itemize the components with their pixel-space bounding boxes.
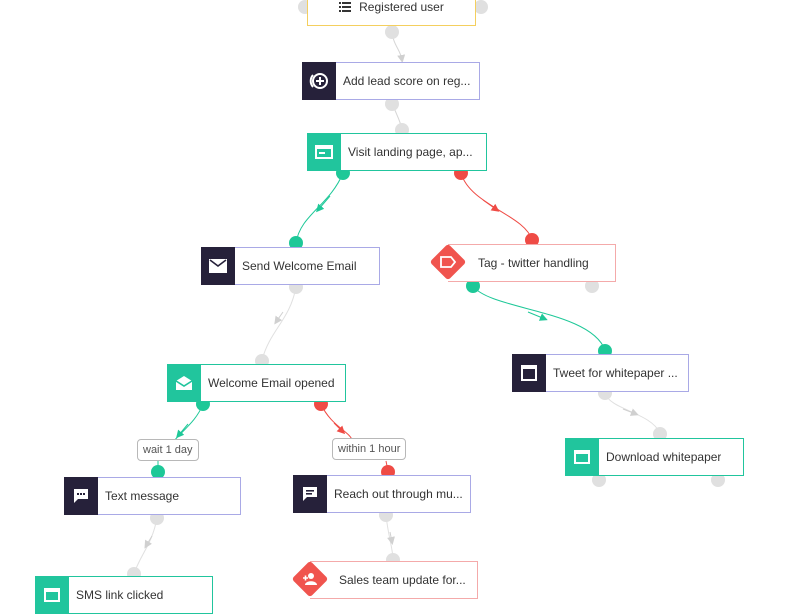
- square-icon: [512, 354, 546, 392]
- port-dot[interactable]: [385, 97, 399, 111]
- node-welcome-email-opened[interactable]: Welcome Email opened: [167, 364, 346, 402]
- node-add-lead-score[interactable]: Add lead score on reg...: [302, 62, 480, 100]
- browser-window-icon: [565, 438, 599, 476]
- success-port-dot[interactable]: [289, 236, 303, 250]
- node-label: Tag - twitter handling: [478, 256, 589, 270]
- tag-icon: [430, 244, 466, 280]
- node-label: Reach out through mu...: [334, 487, 463, 501]
- wait-condition-label[interactable]: within 1 hour: [332, 438, 407, 460]
- port-dot[interactable]: [385, 25, 399, 39]
- edge-visit-to-tag: [460, 172, 533, 241]
- node-label: Registered user: [359, 0, 444, 14]
- chat-icon: [64, 477, 98, 515]
- node-label: Sales team update for...: [339, 573, 466, 587]
- node-label: Download whitepaper: [606, 450, 722, 464]
- node-tag-twitter-handling[interactable]: Tag - twitter handling: [448, 244, 616, 282]
- port-dot[interactable]: [653, 427, 667, 441]
- chat-icon: [293, 475, 327, 513]
- node-send-welcome-email[interactable]: Send Welcome Email: [201, 247, 380, 285]
- node-label: Add lead score on reg...: [343, 74, 471, 88]
- port-dot[interactable]: [592, 473, 606, 487]
- add-score-icon: [302, 62, 336, 100]
- node-label: Tweet for whitepaper ...: [553, 366, 678, 380]
- node-label: Text message: [105, 489, 180, 503]
- node-tweet-for-whitepaper[interactable]: Tweet for whitepaper ...: [512, 354, 689, 392]
- edge-tag-to-tweet: [472, 285, 606, 351]
- success-port-dot[interactable]: [151, 465, 165, 479]
- success-port-dot[interactable]: [466, 279, 480, 293]
- port-dot[interactable]: [585, 279, 599, 293]
- node-label: Send Welcome Email: [242, 259, 357, 273]
- edge-text-to-sms: [133, 517, 158, 575]
- wait-condition-label[interactable]: wait 1 day: [137, 439, 199, 461]
- failure-port-dot[interactable]: [525, 233, 539, 247]
- node-reach-out[interactable]: Reach out through mu...: [293, 475, 471, 513]
- list-icon: [339, 2, 352, 12]
- browser-window-icon: [35, 576, 69, 614]
- add-user-icon: [292, 561, 328, 597]
- edge-opened-to-reach: [320, 403, 353, 441]
- browser-window-icon: [307, 133, 341, 171]
- mail-icon: [201, 247, 235, 285]
- edge-tweet-to-download: [604, 392, 661, 434]
- node-registered-user[interactable]: Registered user: [307, 0, 476, 26]
- node-sms-link-clicked[interactable]: SMS link clicked: [35, 576, 213, 614]
- node-label: Visit landing page, ap...: [348, 145, 473, 159]
- edge-visit-to-send: [295, 172, 344, 244]
- port-dot[interactable]: [711, 473, 725, 487]
- port-dot[interactable]: [474, 0, 488, 14]
- node-visit-landing-page[interactable]: Visit landing page, ap...: [307, 133, 487, 171]
- node-label: Welcome Email opened: [208, 376, 335, 390]
- edge-send-to-opened: [261, 286, 297, 361]
- node-download-whitepaper[interactable]: Download whitepaper: [565, 438, 744, 476]
- node-text-message[interactable]: Text message: [64, 477, 241, 515]
- node-sales-team-update[interactable]: Sales team update for...: [310, 561, 478, 599]
- mail-open-icon: [167, 364, 201, 402]
